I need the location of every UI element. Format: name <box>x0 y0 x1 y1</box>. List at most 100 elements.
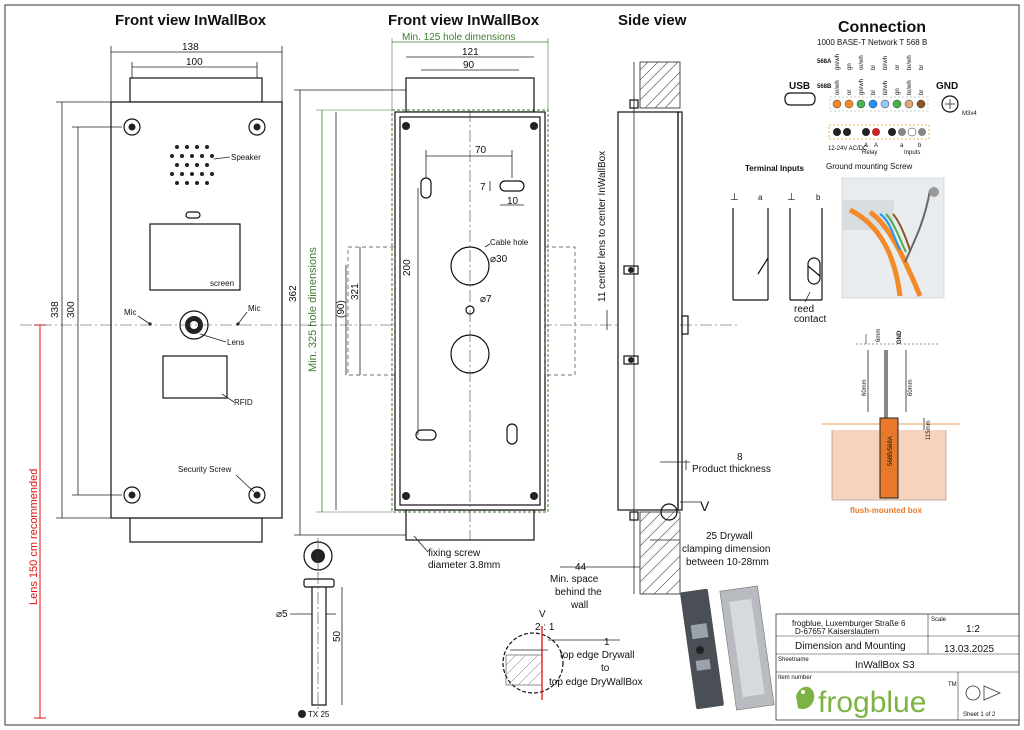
mount-slot-top-right <box>499 180 525 192</box>
security-screw-label: Security Screw <box>178 465 232 474</box>
connection-diagram <box>732 92 960 501</box>
rfid-label: RFID <box>234 398 253 407</box>
dim-7-label: 7 <box>480 182 486 193</box>
box-side-outline <box>617 111 679 511</box>
row-568b-label: 568B <box>817 84 832 90</box>
pin-labels-568a: gn/wh gn or/wh bl bl/wh or br/wh br <box>835 54 925 70</box>
speaker-grille <box>170 145 214 185</box>
min-space-label-1: Min. space <box>550 574 599 585</box>
front-view-heading: Front view InWallBox <box>115 12 267 29</box>
mic-right-label: Mic <box>248 304 260 313</box>
gnd-header-label: GND <box>936 81 958 92</box>
dim-121-label: 121 <box>462 47 479 58</box>
box-top-bracket <box>405 77 535 113</box>
sheet-title: Dimension and Mounting <box>795 641 906 652</box>
svg-text:br/wh: br/wh <box>907 55 913 70</box>
usb-label: USB <box>789 81 810 92</box>
cable-type-label: 568B/568A <box>888 436 894 466</box>
item-number-caption: Item number <box>778 675 812 681</box>
dim-10-label: 10 <box>507 196 519 207</box>
trademark-label: TM <box>948 682 957 688</box>
screw-dia-label: ⌀5 <box>276 609 288 620</box>
svg-text:bl/wh: bl/wh <box>883 81 889 95</box>
gnd-screw-icon <box>941 95 959 113</box>
dim-6mm-label: 6mm <box>876 329 882 342</box>
rj45-pins <box>829 96 929 112</box>
side-view-heading: Side view <box>618 12 687 29</box>
mount-slot-bottom-right <box>506 423 518 445</box>
dim-321-label: 321 <box>350 283 361 300</box>
drywall-label-1: 25 Drywall <box>706 531 753 542</box>
scale-caption: Scale <box>931 617 947 623</box>
dim-100-label: 100 <box>186 57 203 68</box>
svg-text:bl: bl <box>871 90 877 95</box>
lens-label: Lens <box>227 338 244 347</box>
fixing-screw-label-1: fixing screw <box>428 548 481 559</box>
screw-top-right <box>248 118 266 136</box>
fixing-screw-label-2: diameter 3.8mm <box>428 560 500 571</box>
min-hole-height-label: Min. 325 hole dimensions <box>307 247 319 372</box>
flush-mounted-box-diagram <box>822 334 960 501</box>
svg-text:or/wh: or/wh <box>859 55 865 70</box>
inwallbox-drawing <box>294 38 576 553</box>
dim-90v-label: (90) <box>336 300 347 318</box>
network-standard-label: 1000 BASE-T Network T 568 B <box>817 38 927 47</box>
detail-scale-label: 2 : 1 <box>535 622 555 633</box>
screw-top-left <box>123 118 141 136</box>
dim-70-label: 70 <box>475 145 487 156</box>
ground-screw-photo <box>841 177 945 299</box>
terminal-b-label: b <box>816 193 821 202</box>
dim-115mm-label: 115mm <box>926 420 932 440</box>
svg-text:or/wh: or/wh <box>835 80 841 95</box>
cable-hole-label: Cable hole <box>490 238 529 247</box>
front-view-drawing <box>34 46 283 719</box>
svg-text:gn/wh: gn/wh <box>835 54 841 70</box>
item-name: InWallBox S3 <box>855 660 915 671</box>
frogblue-logo-text: frogblue <box>818 686 926 719</box>
min-space-label-3: wall <box>570 600 588 611</box>
detail-v-drawing <box>502 626 620 700</box>
bottom-mounting-bracket <box>129 517 263 543</box>
m3x4-label: M3x4 <box>962 111 977 117</box>
inputs-a-label: a <box>900 143 904 149</box>
min-space-label-2: behind the <box>555 587 602 598</box>
dim-338-label: 338 <box>50 301 61 318</box>
svg-text:br: br <box>919 65 925 70</box>
svg-text:bl: bl <box>871 65 877 70</box>
svg-text:bl/wh: bl/wh <box>883 56 889 70</box>
screw-tx-label: TX 25 <box>308 710 330 719</box>
dim-300-label: 300 <box>66 301 77 318</box>
svg-text:gn: gn <box>847 63 853 70</box>
flush-box-label: flush-mounted box <box>850 506 923 515</box>
svg-text:br/wh: br/wh <box>907 80 913 95</box>
dia-30-label: ⌀30 <box>490 254 508 265</box>
terminal-gnd-symbol-1: ⊥ <box>730 192 739 203</box>
relay-a2-label: A <box>874 143 878 149</box>
inputs-label: Inputs <box>904 150 920 156</box>
drywall-label-2: clamping dimension <box>682 544 770 555</box>
front-view-box-heading: Front view InWallBox <box>388 12 540 29</box>
speaker-label: Speaker <box>231 153 261 162</box>
drywall-label-3: between 10-28mm <box>686 557 769 568</box>
relay-a1-label: A <box>864 143 868 149</box>
dim-200-label: 200 <box>402 259 413 276</box>
min-hole-width-label: Min. 125 hole dimensions <box>402 32 515 43</box>
dia-7-label: ⌀7 <box>480 294 492 305</box>
screw-length-label: 50 <box>332 630 343 642</box>
product-render-images <box>680 585 775 711</box>
pin-labels-568b: or/wh or gn/wh bl bl/wh gn br/wh br <box>835 79 925 95</box>
terminal-a-label: a <box>758 193 763 202</box>
reed-label-2: contact <box>794 314 826 325</box>
detail-v-mark: V <box>539 609 546 620</box>
sheet-border <box>4 4 1020 726</box>
address-label: D-67657 Kaiserslautern <box>795 627 879 636</box>
screw-drawing <box>290 538 343 718</box>
mic-left-label: Mic <box>124 308 136 317</box>
product-thickness-label: Product thickness <box>692 464 771 475</box>
company-label: frogblue, Luxemburger Straße 6 <box>792 619 906 628</box>
svg-text:gn/wh: gn/wh <box>859 79 865 95</box>
date-label: 13.03.2025 <box>944 644 994 655</box>
sensor-slot <box>185 211 201 219</box>
screen-area <box>149 223 241 291</box>
